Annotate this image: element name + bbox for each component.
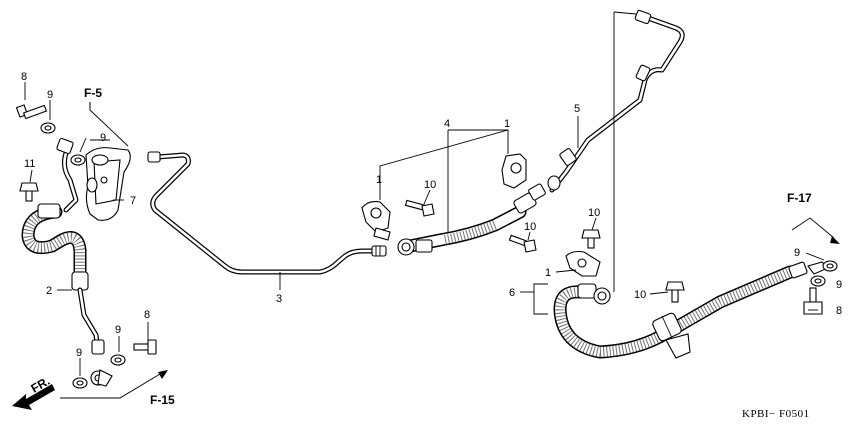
callout-8-bottom: 8 xyxy=(144,309,150,321)
brake-pipe-5 xyxy=(549,9,685,193)
brake-hose-2 xyxy=(21,137,113,387)
diagram-code: KPBI− F0501 xyxy=(742,408,810,420)
clamp-1-upper xyxy=(501,153,527,189)
callout-10-a: 10 xyxy=(424,179,436,191)
callout-9-e: 9 xyxy=(794,247,800,259)
bolt-8-top xyxy=(15,104,48,120)
ref-f5-bracket xyxy=(89,102,129,147)
callout-1-right: 1 xyxy=(545,267,551,279)
callout-11: 11 xyxy=(24,158,35,170)
washer-9-e xyxy=(822,260,838,272)
callout-9-c: 9 xyxy=(115,324,121,336)
washer-9-a xyxy=(40,122,56,134)
callout-3: 3 xyxy=(276,293,282,305)
callout-9-a: 9 xyxy=(47,89,53,101)
callout-1-left: 1 xyxy=(376,174,382,186)
ref-label-f15: F-15 xyxy=(150,393,175,407)
callout-10-b: 10 xyxy=(524,221,536,233)
callout-10-d: 10 xyxy=(634,289,646,301)
washer-9-c xyxy=(110,354,126,366)
ref-f17-bracket xyxy=(791,217,840,244)
callout-8-right: 8 xyxy=(836,305,842,317)
washer-9-b xyxy=(70,154,86,166)
callout-5: 5 xyxy=(574,103,580,115)
callout-2: 2 xyxy=(46,285,52,297)
callout-7: 7 xyxy=(130,195,136,207)
bolt-10-c xyxy=(581,229,601,249)
bolt-10-d xyxy=(665,281,685,303)
brake-hose-4 xyxy=(397,175,561,256)
bolt-10-b xyxy=(508,234,537,253)
clamp-1-right xyxy=(565,250,601,277)
washer-9-d xyxy=(72,377,88,389)
callout-9-d: 9 xyxy=(76,347,82,359)
leader-lines xyxy=(24,11,825,376)
callout-6: 6 xyxy=(509,287,515,299)
ref-label-f5: F-5 xyxy=(84,86,102,100)
brake-hose-6 xyxy=(553,261,829,359)
callout-9-b: 9 xyxy=(100,132,106,144)
brake-pipe-3 xyxy=(147,151,387,275)
ref-f15-bracket xyxy=(60,370,168,399)
callout-1-upper: 1 xyxy=(504,118,510,130)
callout-4: 4 xyxy=(444,118,450,130)
callout-8-top: 8 xyxy=(21,71,27,83)
callout-10-c: 10 xyxy=(588,207,600,219)
bolt-8-right xyxy=(803,287,823,315)
bolt-8-bottom xyxy=(133,339,157,355)
valve-bracket-7 xyxy=(85,147,131,221)
callout-9-f: 9 xyxy=(836,279,842,291)
clamp-1-left xyxy=(361,201,391,241)
bolt-10-a xyxy=(404,199,435,217)
callout-labels: 8 9 9 11 7 2 8 9 9 3 4 1 1 10 5 10 10 1 … xyxy=(21,71,842,359)
washer-9-f xyxy=(810,275,826,287)
bolt-11 xyxy=(19,182,39,202)
ref-label-f17: F-17 xyxy=(787,191,812,205)
front-direction-arrow xyxy=(12,384,55,410)
